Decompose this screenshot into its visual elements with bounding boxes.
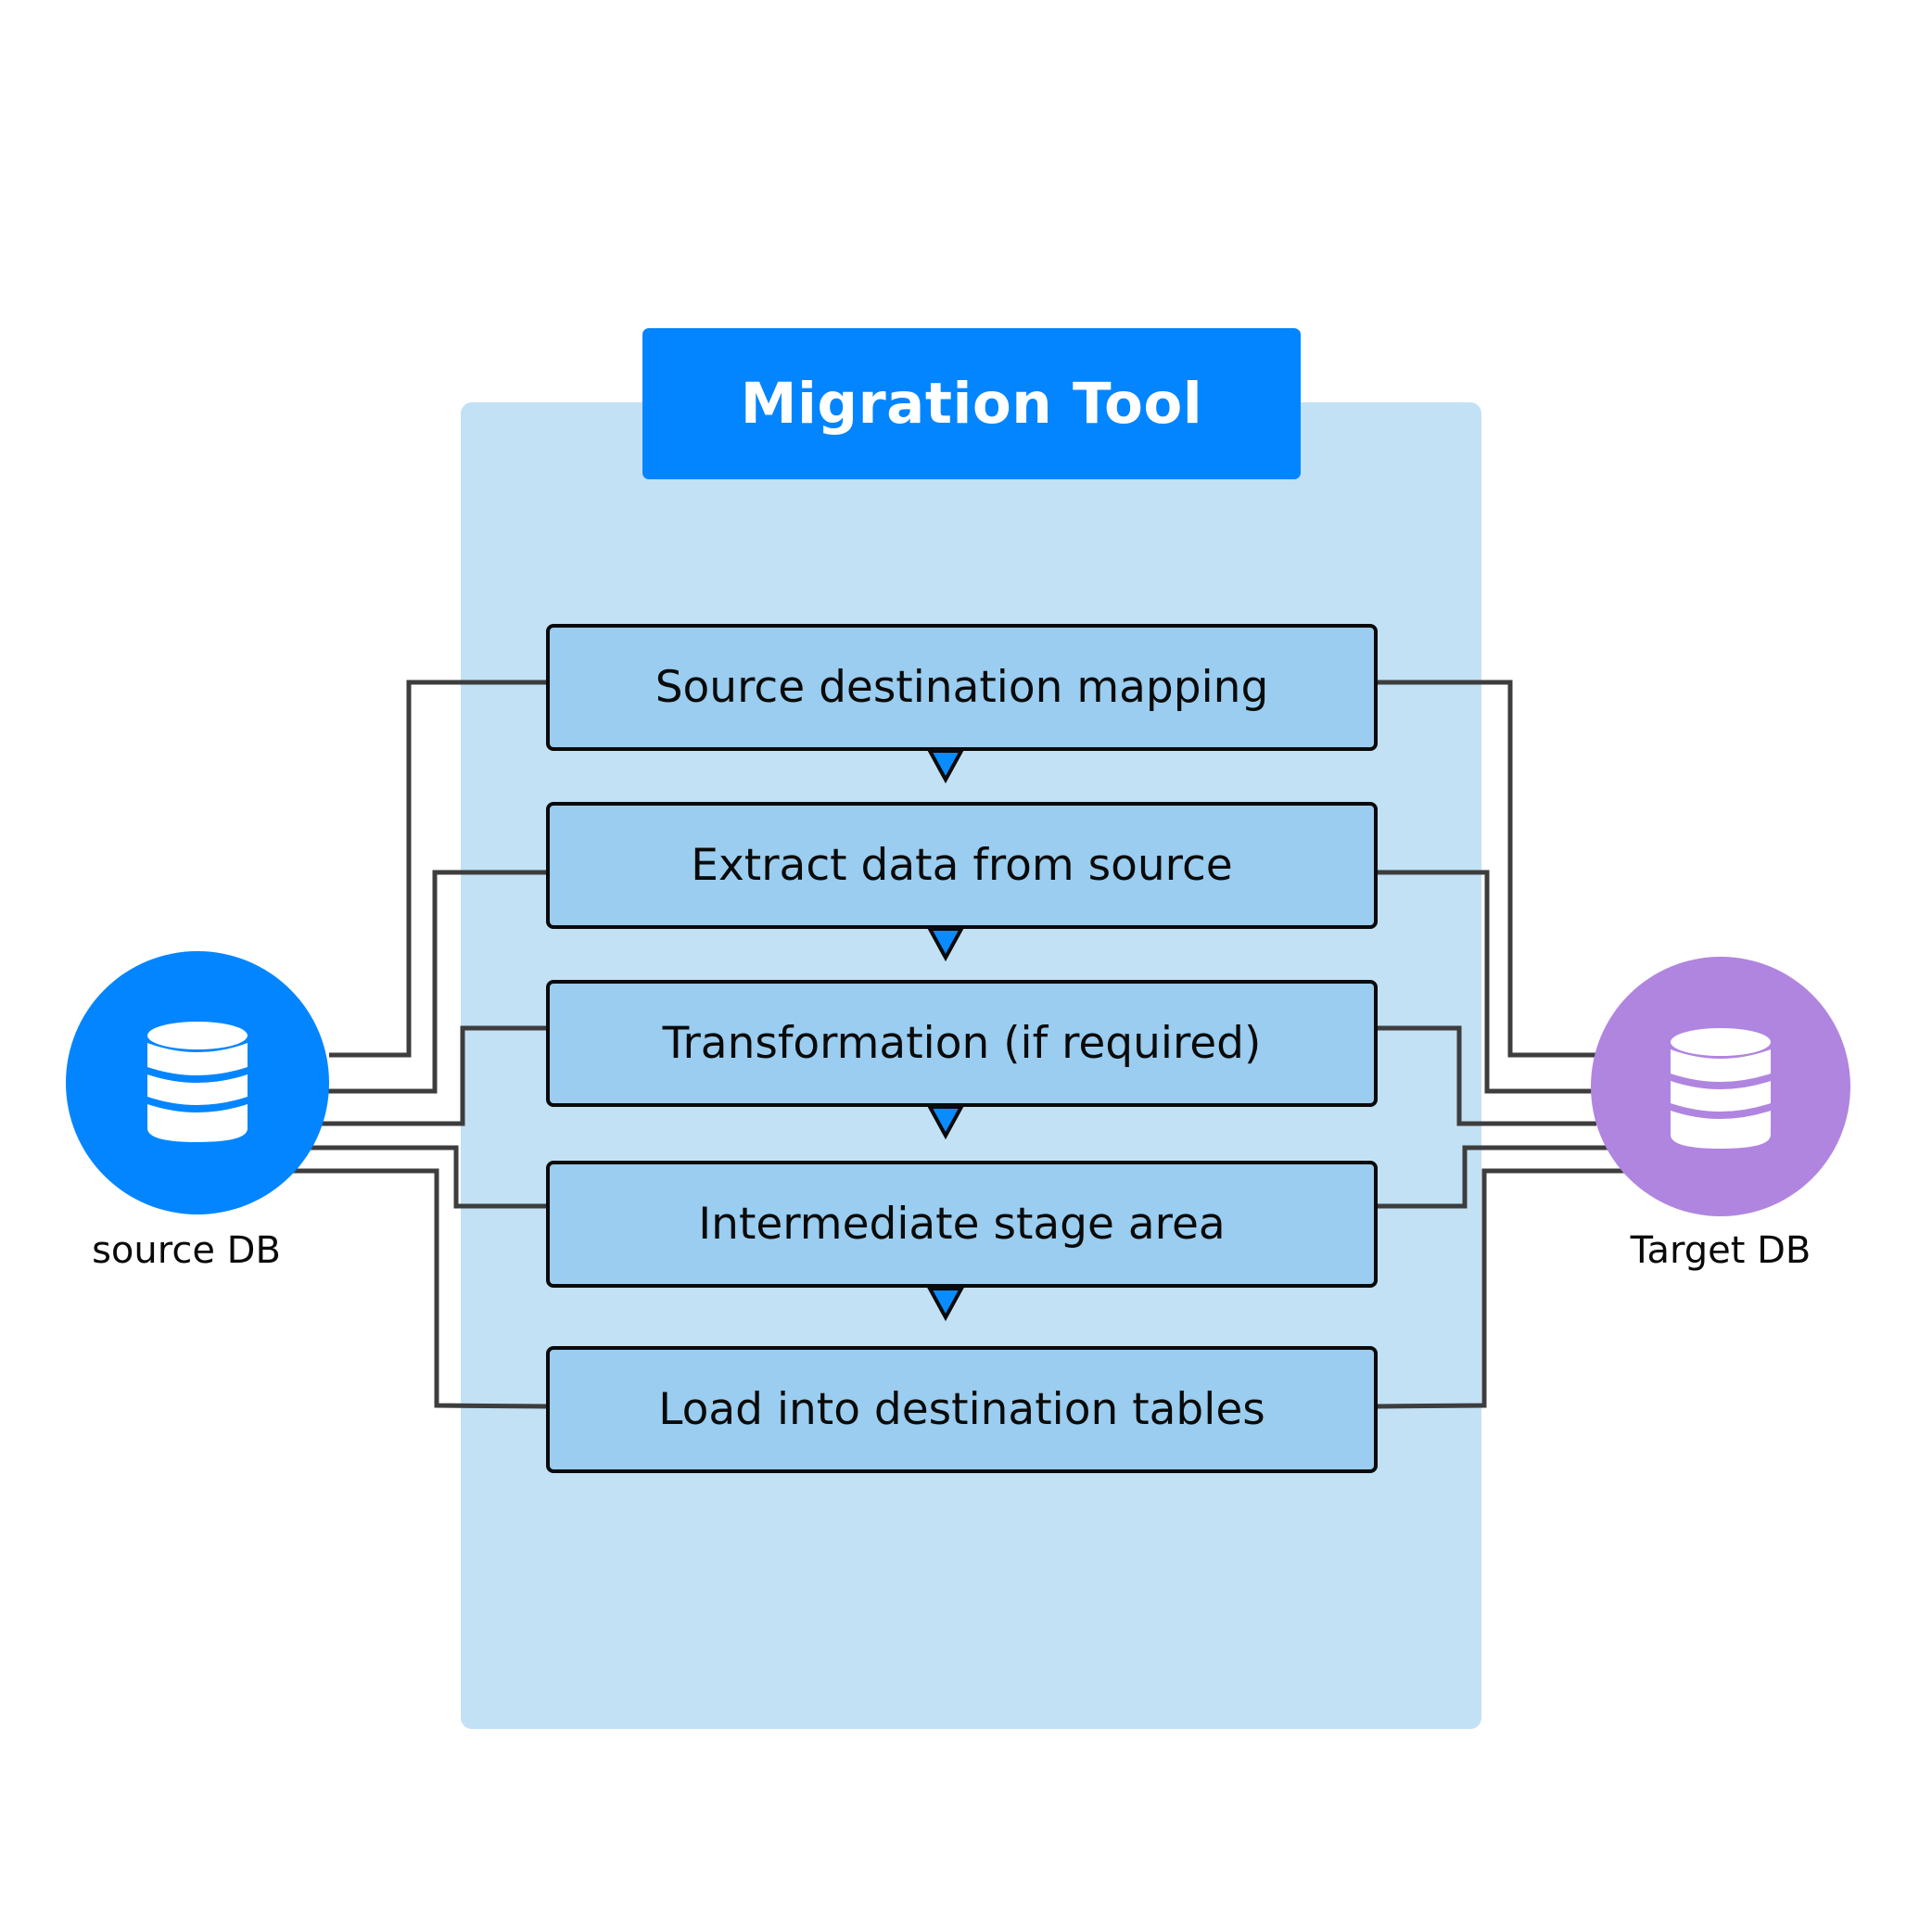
database-icon: [147, 1022, 248, 1142]
connector-source-step-1: [329, 680, 546, 1058]
step-label: Source destination mapping: [655, 662, 1269, 713]
step-load-destination: Load into destination tables: [546, 1346, 1378, 1473]
target-db-label: Target DB: [1630, 1229, 1811, 1272]
connector-step-2-target: [1378, 870, 1593, 1094]
step-extract-data: Extract data from source: [546, 802, 1378, 929]
connector-step-3-target: [1378, 1025, 1596, 1126]
step-label: Load into destination tables: [658, 1384, 1265, 1435]
migration-tool-title: Migration Tool: [642, 328, 1301, 479]
connector-step-5-target: [1377, 1168, 1627, 1409]
connector-step-1-target: [1378, 680, 1599, 1058]
connector-source-step-4: [306, 1145, 546, 1209]
connector-source-step-2: [326, 870, 546, 1094]
step-transformation: Transformation (if required): [546, 980, 1378, 1107]
source-db-node: [66, 951, 329, 1214]
step-label: Extract data from source: [691, 840, 1233, 891]
flow-arrow-2-icon: [926, 927, 965, 962]
step-intermediate-stage: Intermediate stage area: [546, 1161, 1378, 1288]
connector-source-step-3: [320, 1025, 546, 1126]
flow-arrow-3-icon: [926, 1105, 965, 1140]
flow-arrow-1-icon: [926, 749, 965, 784]
step-label: Intermediate stage area: [698, 1199, 1226, 1250]
step-source-destination-mapping: Source destination mapping: [546, 624, 1378, 751]
connector-source-step-5: [287, 1168, 547, 1409]
target-db-node: [1591, 957, 1850, 1216]
connector-step-4-target: [1378, 1145, 1608, 1209]
title-text: Migration Tool: [740, 371, 1203, 437]
step-label: Transformation (if required): [662, 1018, 1262, 1069]
flow-arrow-4-icon: [926, 1287, 965, 1322]
source-db-label: source DB: [92, 1229, 281, 1272]
database-icon: [1671, 1028, 1771, 1149]
